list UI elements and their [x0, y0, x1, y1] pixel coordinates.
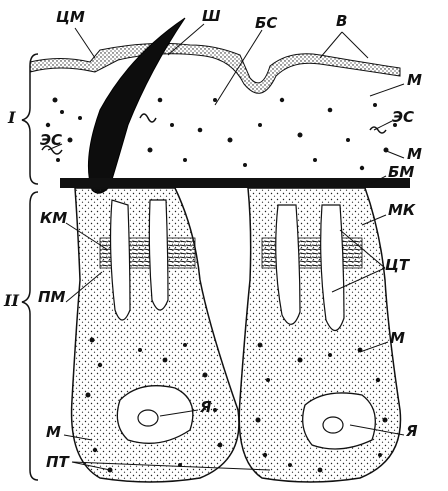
label-v: В [336, 14, 347, 29]
label-ct: ЦТ [385, 258, 409, 273]
label-pt: ПТ [46, 455, 69, 470]
basal-membrane [60, 178, 410, 188]
label-bs: БС [255, 16, 277, 31]
epithelium-layer [30, 43, 400, 170]
label-pm: ПМ [38, 290, 65, 305]
label-mk: МК [388, 203, 415, 218]
label-m-bottom-left: М [46, 425, 61, 440]
label-layer-one: I [8, 110, 15, 126]
label-es-right: ЭС [392, 110, 414, 125]
label-ya-left: Я [200, 400, 212, 415]
label-ya-right: Я [406, 424, 418, 439]
label-m-top-right: М [407, 73, 422, 88]
label-layer-two: II [4, 293, 19, 309]
label-m-right: М [407, 147, 422, 162]
layer-braces [22, 54, 38, 480]
label-bm: БМ [388, 165, 414, 180]
label-km: КМ [40, 211, 67, 226]
follicle-bulbs [72, 188, 401, 482]
label-cm: ЦМ [56, 10, 85, 25]
label-m-lower-right: М [390, 331, 405, 346]
label-sh: Ш [202, 9, 221, 24]
label-es-left: ЭС [40, 133, 62, 148]
